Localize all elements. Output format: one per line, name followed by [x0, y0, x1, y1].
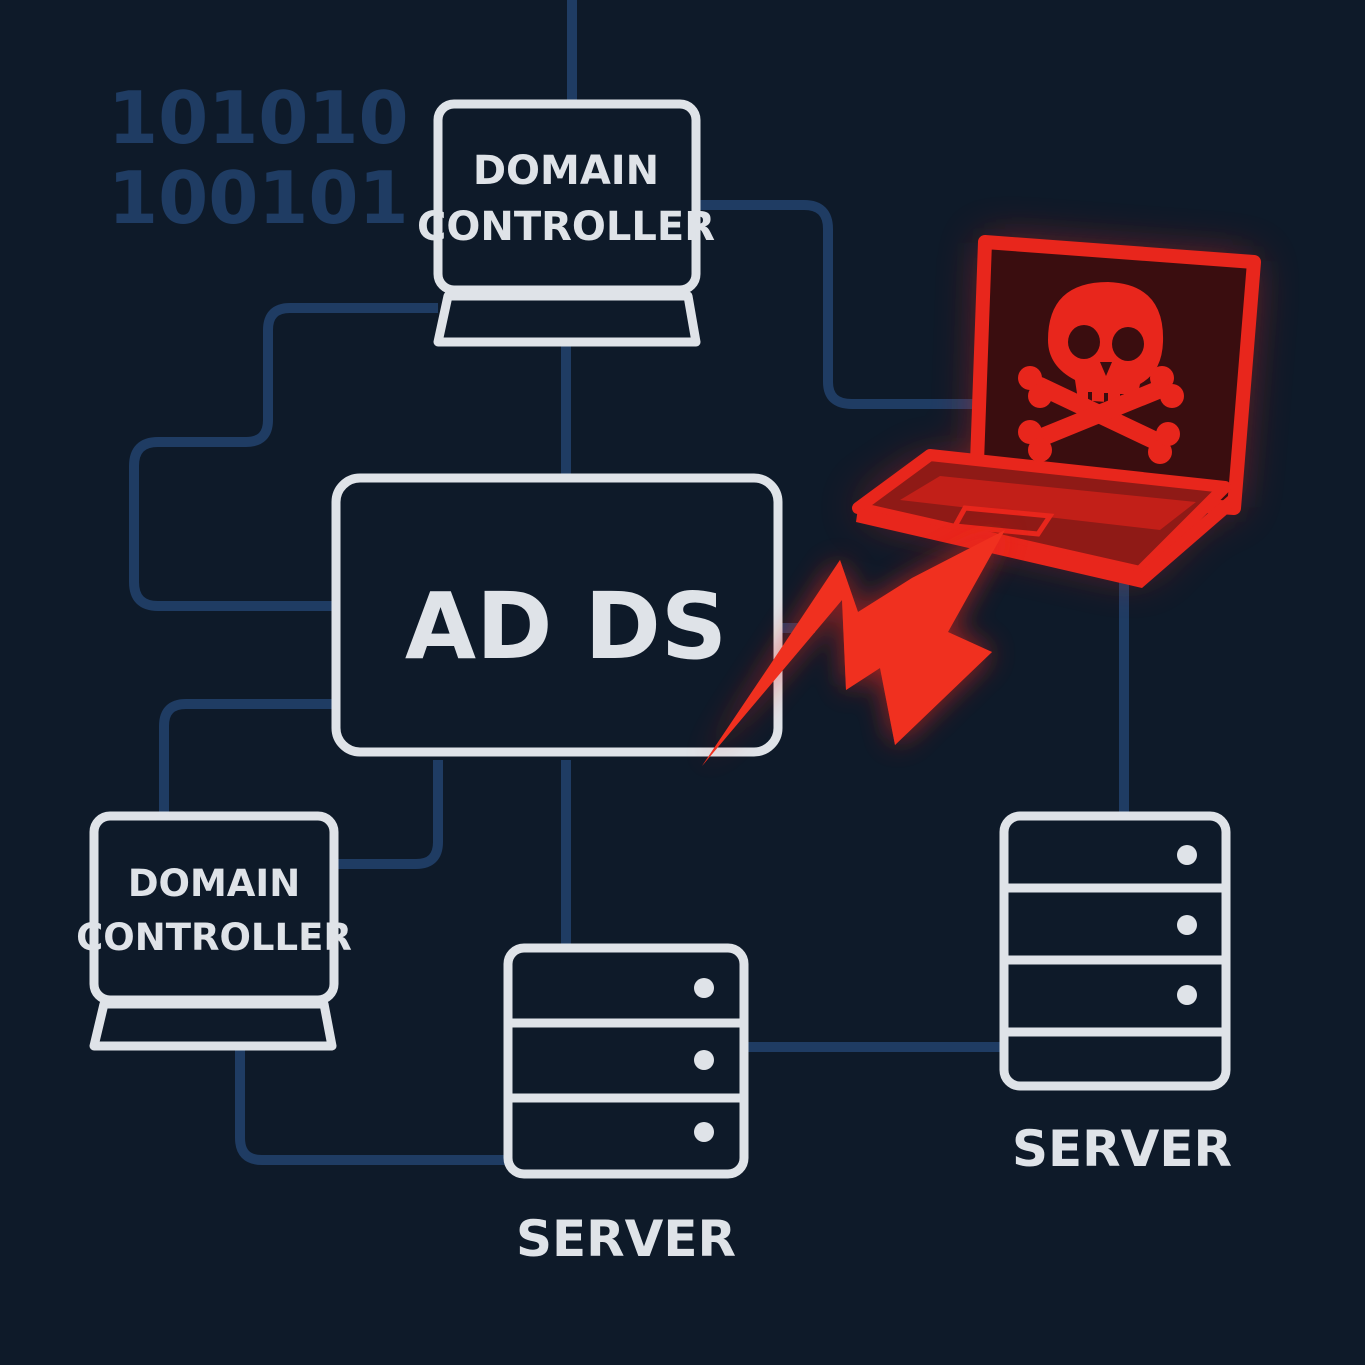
- bone-ends: [1018, 366, 1184, 464]
- server-center[interactable]: SERVER: [503, 943, 749, 1268]
- ad-ds-frame: [331, 473, 783, 757]
- server-right-label: SERVER: [1012, 1120, 1232, 1178]
- skull-crossbones-laptop-icon: [852, 235, 1261, 588]
- monitor-icon: [89, 811, 339, 1005]
- dc-top-line2: CONTROLLER: [417, 204, 715, 250]
- skull-icon: [1048, 282, 1164, 404]
- line-adds-to-left-dc: [159, 699, 334, 815]
- monitor-base: [89, 999, 337, 1051]
- dc-left-line1: DOMAIN: [128, 862, 300, 905]
- ad-ds-box[interactable]: AD DS: [331, 473, 783, 757]
- ad-ds-label: AD DS: [405, 573, 727, 680]
- line-left-dc-to-server: [235, 1050, 508, 1165]
- server-icon: [999, 811, 1231, 1091]
- lightning-bolt-icon: [702, 530, 1005, 766]
- laptop-touchpad: [950, 505, 1055, 537]
- line-dc-to-laptop: [700, 200, 975, 409]
- dc-top-line1: DOMAIN: [473, 148, 659, 194]
- server-icon: [503, 943, 749, 1179]
- binary-text: 101010 100101: [108, 76, 409, 240]
- line-dc-to-left-loop: [129, 303, 438, 611]
- domain-controller-left[interactable]: DOMAIN CONTROLLER: [76, 811, 352, 1051]
- server-right[interactable]: SERVER: [999, 811, 1232, 1178]
- monitor-icon: [433, 99, 701, 295]
- crossbones-icon: [1031, 377, 1167, 451]
- line-adds-to-left-dc-side: [336, 760, 443, 869]
- dc-left-line2: CONTROLLER: [76, 916, 352, 959]
- attack-bolt: [702, 530, 1005, 766]
- attacker-laptop[interactable]: [852, 235, 1261, 588]
- laptop-keyboard: [900, 476, 1196, 530]
- server-center-label: SERVER: [516, 1210, 736, 1268]
- binary-line-1: 101010: [108, 76, 409, 160]
- domain-controller-top[interactable]: DOMAIN CONTROLLER: [417, 99, 715, 347]
- binary-line-2: 100101: [108, 156, 409, 240]
- monitor-base: [433, 291, 701, 347]
- connection-lines: [129, 0, 1129, 1165]
